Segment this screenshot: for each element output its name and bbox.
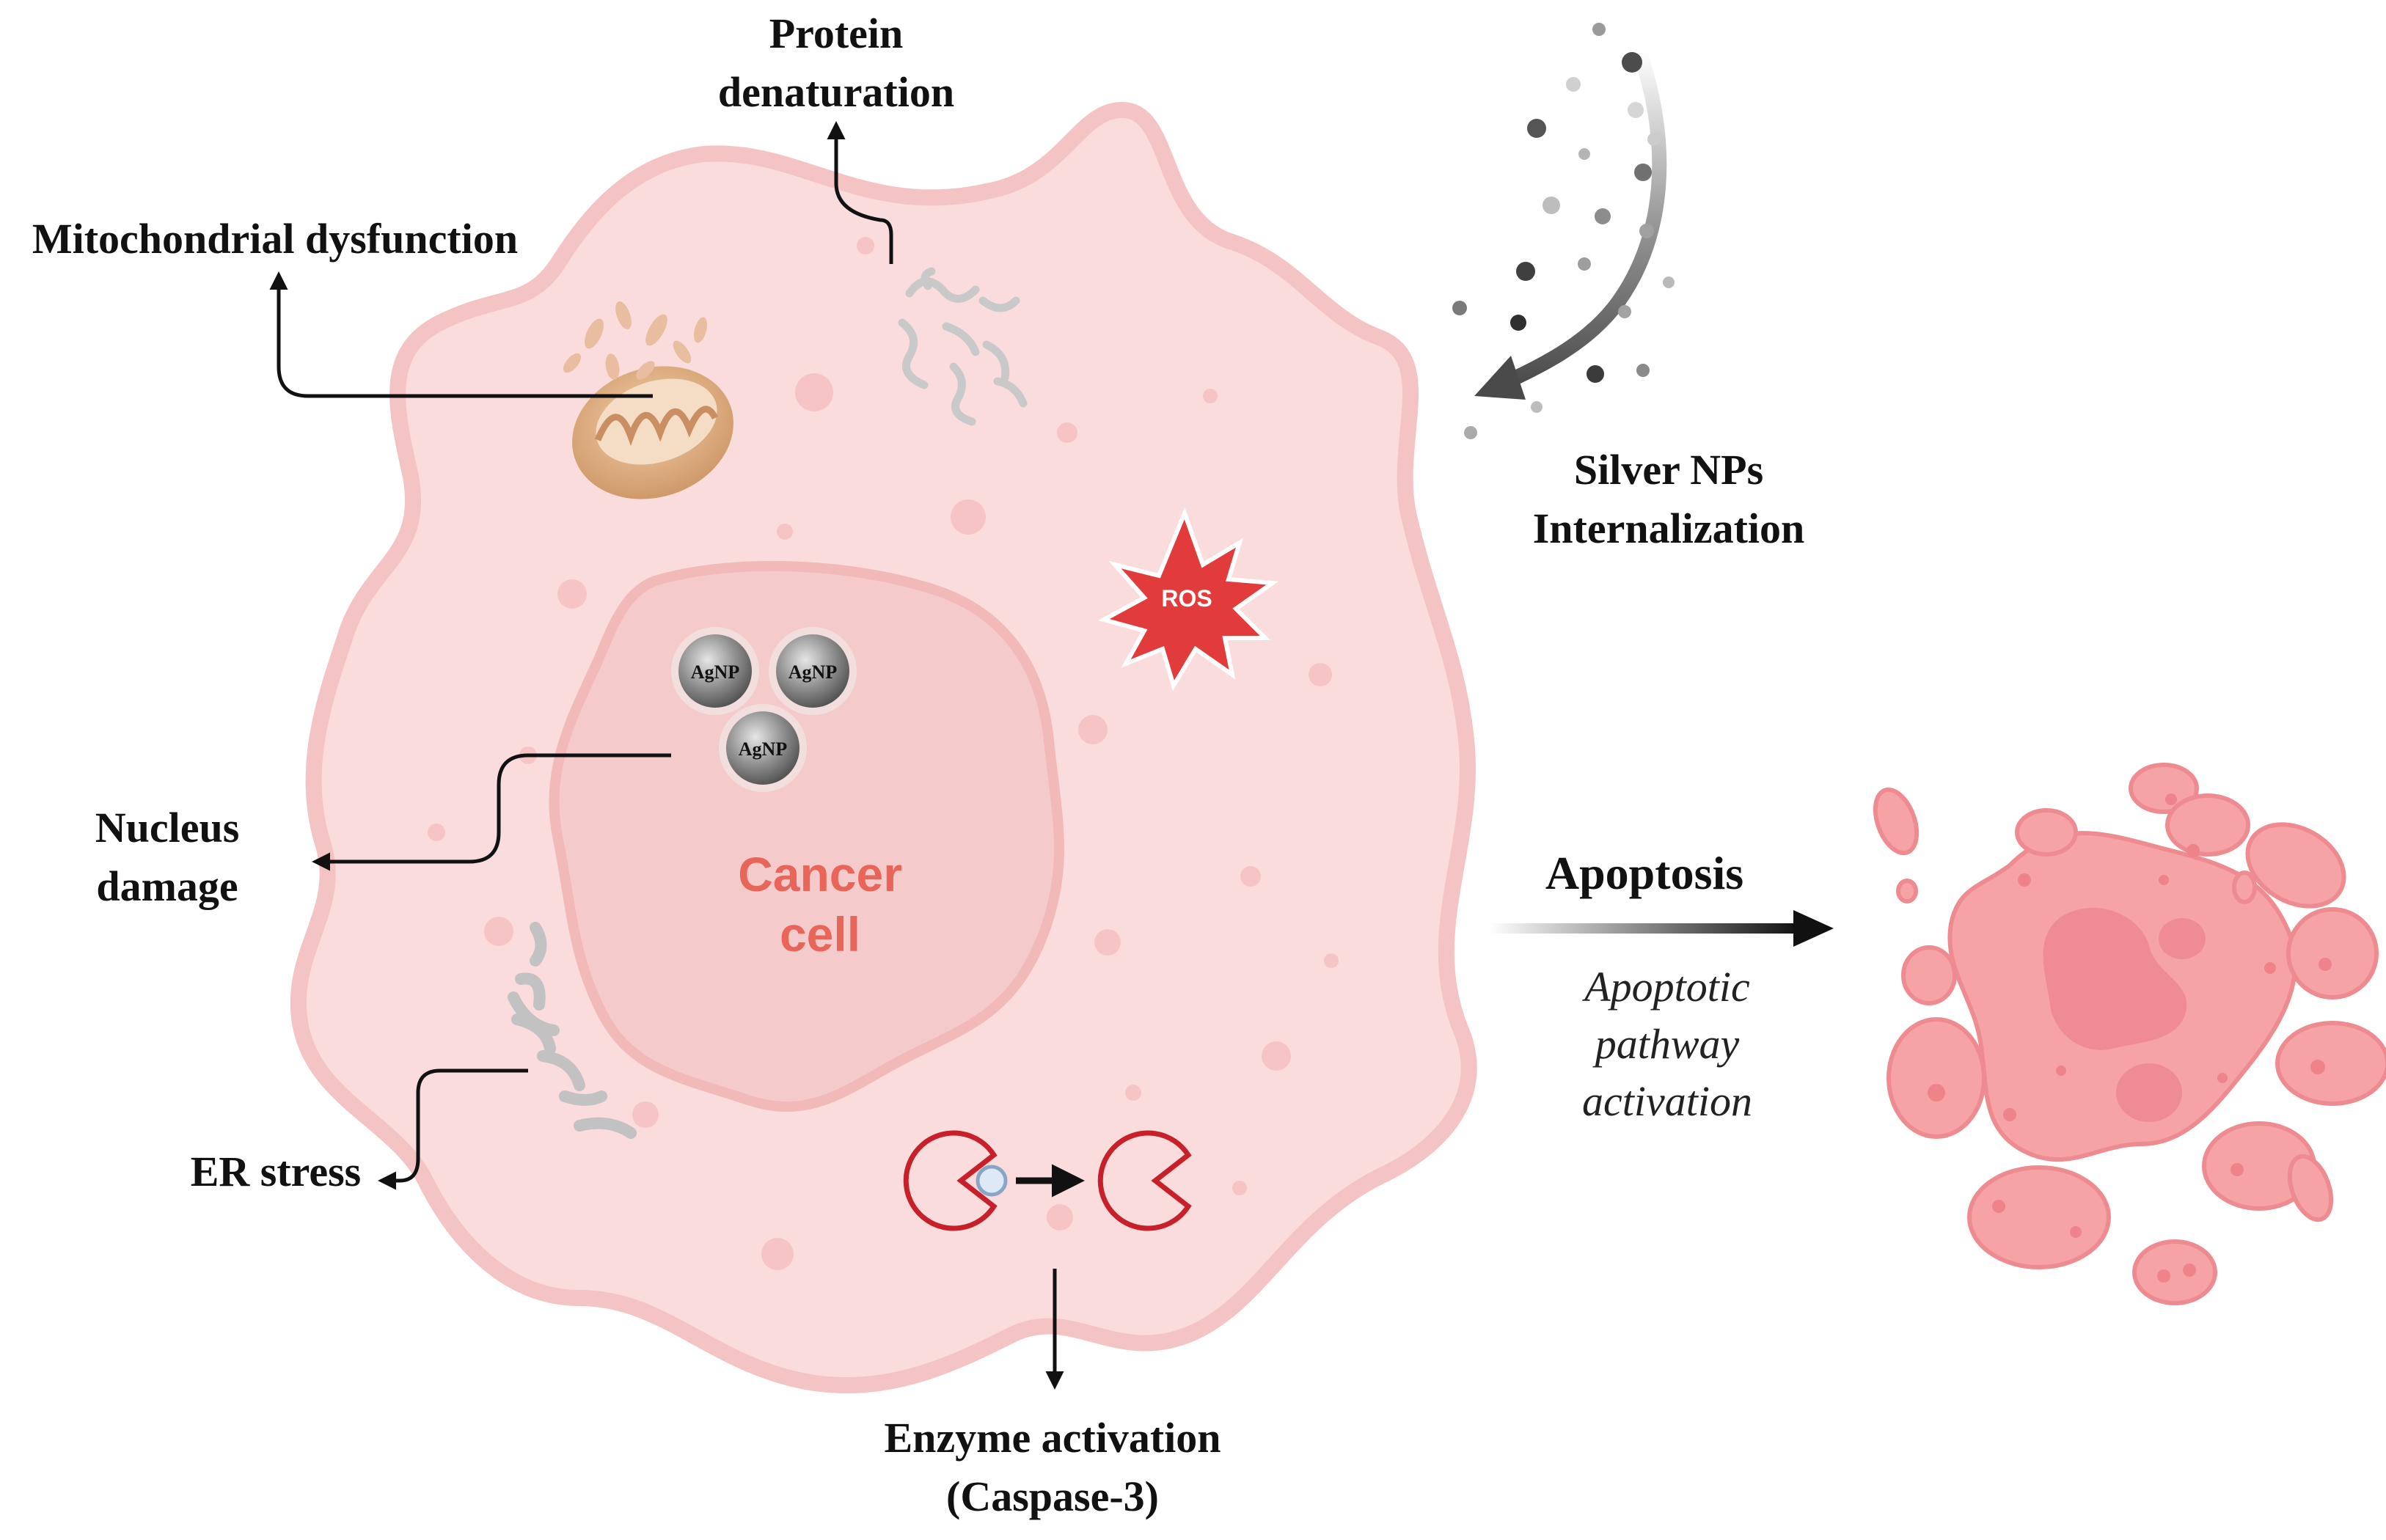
label-protein-line1: Protein	[769, 10, 904, 57]
apoptotic-cell-icon	[1873, 763, 2386, 1305]
label-enzyme-line1: Enzyme activation	[884, 1414, 1221, 1462]
label-nucleus-line1: Nucleus	[95, 804, 240, 851]
agnp-label-3: AgNP	[739, 738, 788, 760]
mitochondrion-icon	[563, 301, 733, 499]
label-enzyme-line2: (Caspase-3)	[946, 1473, 1159, 1520]
cytoplasm-vesicles	[428, 237, 1339, 1270]
denatured-protein-icon	[898, 267, 1028, 426]
apoptotic-fragment-dots	[1928, 793, 2332, 1283]
silver-nanoparticle-icon	[769, 627, 857, 715]
agnp-label-2: AgNP	[788, 661, 838, 683]
label-pathway-line1: Apoptotic	[1581, 963, 1750, 1011]
silver-nanoparticle-icon	[1452, 23, 1675, 439]
annotation-arrows	[269, 121, 1064, 1390]
cell-title-line1: Cancer	[738, 847, 902, 901]
label-silver-line2: Internalization	[1533, 505, 1805, 552]
endoplasmic-reticulum-icon	[508, 922, 637, 1139]
label-er-stress: ER stress	[191, 1148, 362, 1195]
silver-nanoparticle-icon	[719, 704, 807, 792]
label-mitochondrial: Mitochondrial dysfunction	[32, 215, 518, 263]
nucleus	[549, 560, 1064, 1112]
agnp-label-1: AgNP	[691, 661, 740, 683]
agnp-cluster	[671, 627, 857, 792]
cancer-cell	[290, 101, 1477, 1394]
label-silver-line1: Silver NPs	[1574, 446, 1763, 494]
ros-burst-icon	[1098, 507, 1279, 692]
label-apoptosis: Apoptosis	[1545, 847, 1743, 899]
label-pathway-line2: pathway	[1592, 1020, 1740, 1068]
caspase-enzyme-icon	[903, 1130, 1192, 1231]
cell-title-line2: cell	[780, 907, 860, 961]
ros-label: ROS	[1161, 585, 1212, 612]
silver-nanoparticle-icon	[671, 627, 759, 715]
label-pathway-line3: activation	[1582, 1077, 1752, 1125]
label-protein-line2: denaturation	[718, 68, 954, 116]
apoptosis-arrow	[1489, 910, 1834, 947]
nanoparticle-stream	[1452, 23, 1675, 439]
label-nucleus-line2: damage	[96, 862, 238, 910]
